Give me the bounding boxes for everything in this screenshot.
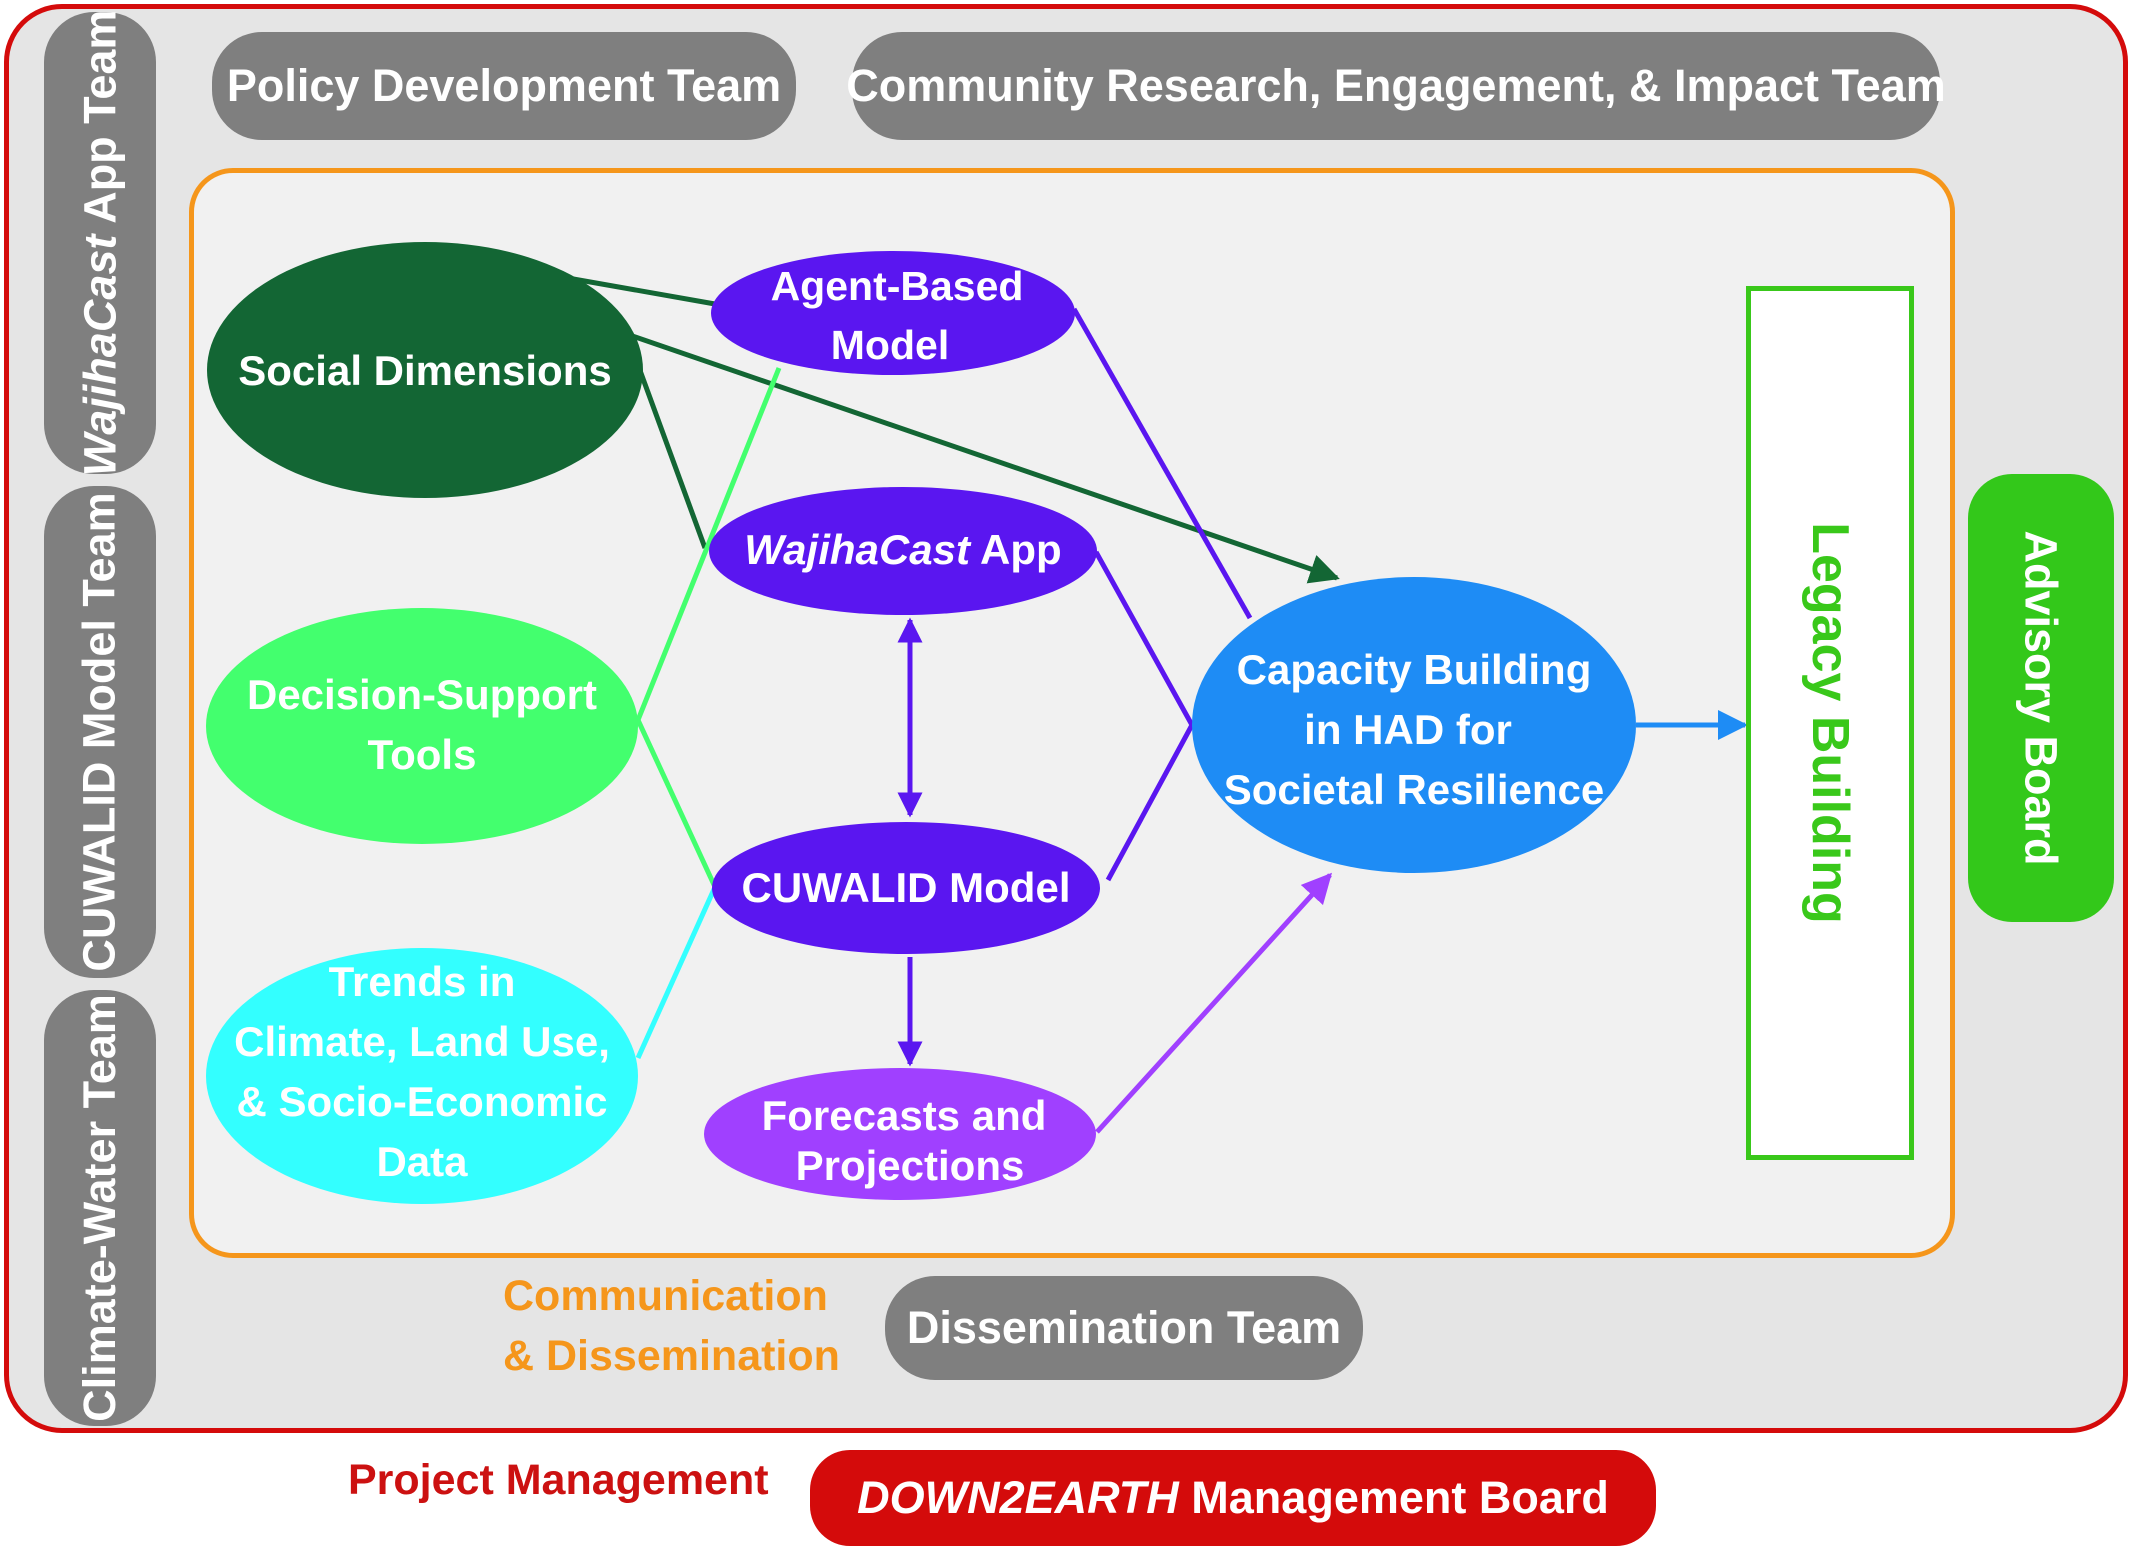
edge-decision-abm-cuwalid xyxy=(635,367,782,889)
svg-text:Capacity Building: Capacity Building xyxy=(1237,646,1592,693)
svg-text:Forecasts and: Forecasts and xyxy=(762,1092,1047,1139)
legacy-building-box: Legacy Building xyxy=(1746,286,1914,1160)
policy-development-team-pill: Policy Development Team xyxy=(212,32,796,140)
svg-text:Social Dimensions: Social Dimensions xyxy=(238,347,611,394)
edge-trends-cuwalid xyxy=(635,885,718,1060)
edge-app-cuwalid-capacity xyxy=(1093,550,1195,882)
climate-water-team-pill: Climate-Water Team xyxy=(44,990,156,1426)
svg-text:Projections: Projections xyxy=(796,1142,1025,1189)
svg-text:Climate, Land Use,: Climate, Land Use, xyxy=(234,1018,610,1065)
edge-forecasts-capacity xyxy=(1095,872,1333,1134)
svg-text:Data: Data xyxy=(376,1138,468,1185)
node-agent-based-model: Agent-Based Model xyxy=(711,251,1075,375)
svg-text:CUWALID Model: CUWALID Model xyxy=(742,864,1071,911)
node-decision-support-tools: Decision-Support Tools xyxy=(206,608,638,844)
project-management-label: Project Management xyxy=(348,1455,769,1504)
management-board-pill: DOWN2EARTH Management Board xyxy=(810,1450,1656,1546)
node-forecasts-projections: Forecasts and Projections xyxy=(704,1068,1096,1200)
node-wajihacast-app: WajihaCast App xyxy=(709,487,1097,615)
svg-text:Agent-Based: Agent-Based xyxy=(771,263,1024,309)
node-social-dimensions: Social Dimensions xyxy=(207,242,643,498)
wajihacast-app-team-pill: WajihaCast App Team xyxy=(44,10,156,476)
community-research-team-pill: Community Research, Engagement, & Impact… xyxy=(846,32,1946,140)
svg-text:in HAD for: in HAD for xyxy=(1304,706,1512,753)
svg-text:Model: Model xyxy=(831,322,949,368)
node-cuwalid-model: CUWALID Model xyxy=(712,822,1100,954)
svg-text:WajihaCast App: WajihaCast App xyxy=(744,526,1061,573)
communication-dissemination-label: Communication & Dissemination xyxy=(503,1272,840,1380)
svg-text:Decision-Support: Decision-Support xyxy=(247,671,597,718)
node-trends-data: Trends in Climate, Land Use, & Socio-Eco… xyxy=(206,948,638,1204)
legacy-building-label: Legacy Building xyxy=(1801,522,1860,924)
advisory-board-pill: Advisory Board xyxy=(1968,474,2114,922)
svg-text:Societal Resilience: Societal Resilience xyxy=(1224,766,1605,813)
dissemination-team-pill: Dissemination Team xyxy=(885,1276,1363,1380)
cuwalid-model-team-pill: CUWALID Model Team xyxy=(44,486,156,978)
edge-social-app xyxy=(635,364,708,549)
advisory-board-label: Advisory Board xyxy=(2016,530,2067,866)
node-capacity-building: Capacity Building in HAD for Societal Re… xyxy=(1192,577,1636,873)
edge-social-capacity xyxy=(614,327,1340,584)
svg-text:Tools: Tools xyxy=(368,731,477,778)
svg-text:& Socio-Economic: & Socio-Economic xyxy=(236,1078,607,1125)
svg-text:Trends in: Trends in xyxy=(329,958,516,1005)
edge-abm-capacity xyxy=(1071,307,1253,620)
